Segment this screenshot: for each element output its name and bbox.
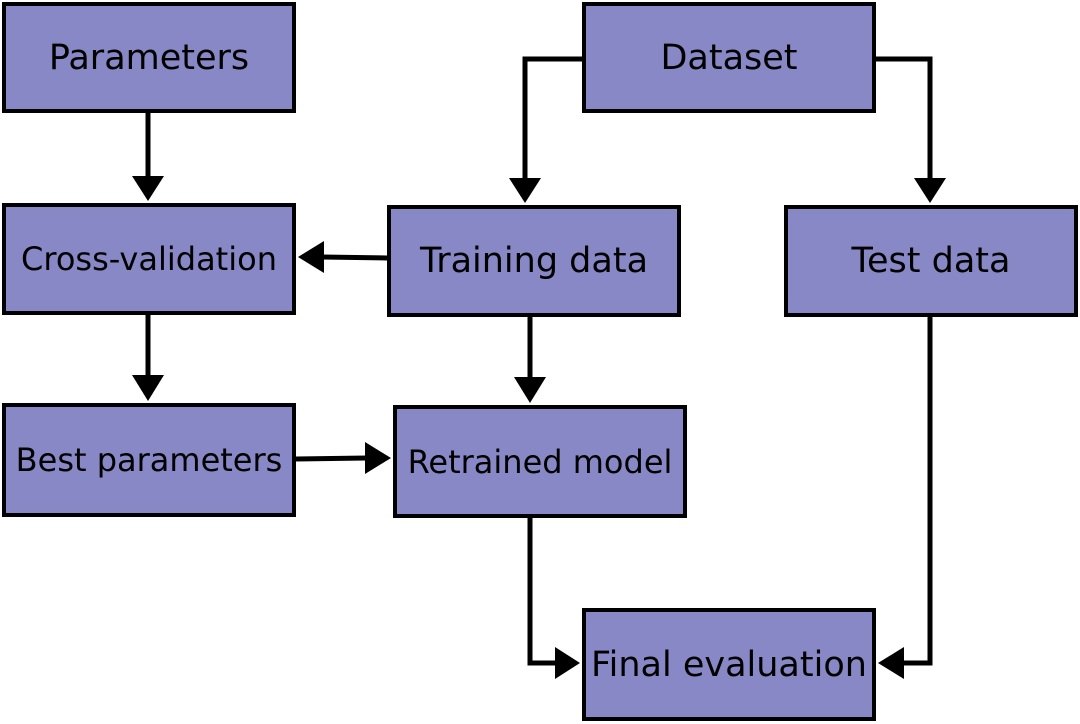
arrowhead-best-parameters-top — [132, 375, 164, 401]
node-dataset: Dataset — [582, 2, 876, 113]
node-training-data: Training data — [387, 205, 681, 317]
node-final-evaluation: Final evaluation — [582, 608, 876, 721]
node-retrained-model: Retrained model — [393, 405, 687, 518]
node-label: Best parameters — [15, 441, 283, 479]
arrowhead-test-data-top — [914, 178, 946, 203]
edge-training-data-to-cross-validation — [321, 254, 388, 261]
node-label: Cross-validation — [21, 240, 277, 278]
node-parameters: Parameters — [2, 2, 296, 113]
node-label: Dataset — [660, 37, 798, 78]
arrowhead-cross-validation-top — [132, 176, 164, 201]
edge-dataset-to-test-data — [876, 56, 933, 180]
arrowhead-cross-validation-right — [298, 241, 324, 273]
edge-retrained-model-to-final-evaluation — [527, 518, 557, 666]
arrowhead-training-data-top — [509, 178, 541, 203]
node-best-parameters: Best parameters — [2, 403, 296, 517]
node-cross-validation: Cross-validation — [2, 203, 296, 315]
arrowhead-final-evaluation-left — [555, 647, 580, 679]
node-label: Final evaluation — [591, 644, 867, 685]
edge-best-parameters-to-retrained-model — [295, 455, 368, 462]
node-label: Training data — [419, 241, 649, 281]
node-label: Test data — [851, 241, 1011, 281]
edge-test-data-to-final-evaluation — [903, 317, 933, 666]
edge-dataset-to-training-data — [522, 56, 582, 180]
node-test-data: Test data — [784, 205, 1078, 317]
node-label: Retrained model — [407, 442, 673, 481]
arrowhead-final-evaluation-right — [878, 647, 904, 679]
node-label: Parameters — [48, 37, 250, 78]
arrowhead-retrained-model-left — [365, 442, 391, 474]
arrowhead-retrained-model-top — [514, 377, 546, 403]
